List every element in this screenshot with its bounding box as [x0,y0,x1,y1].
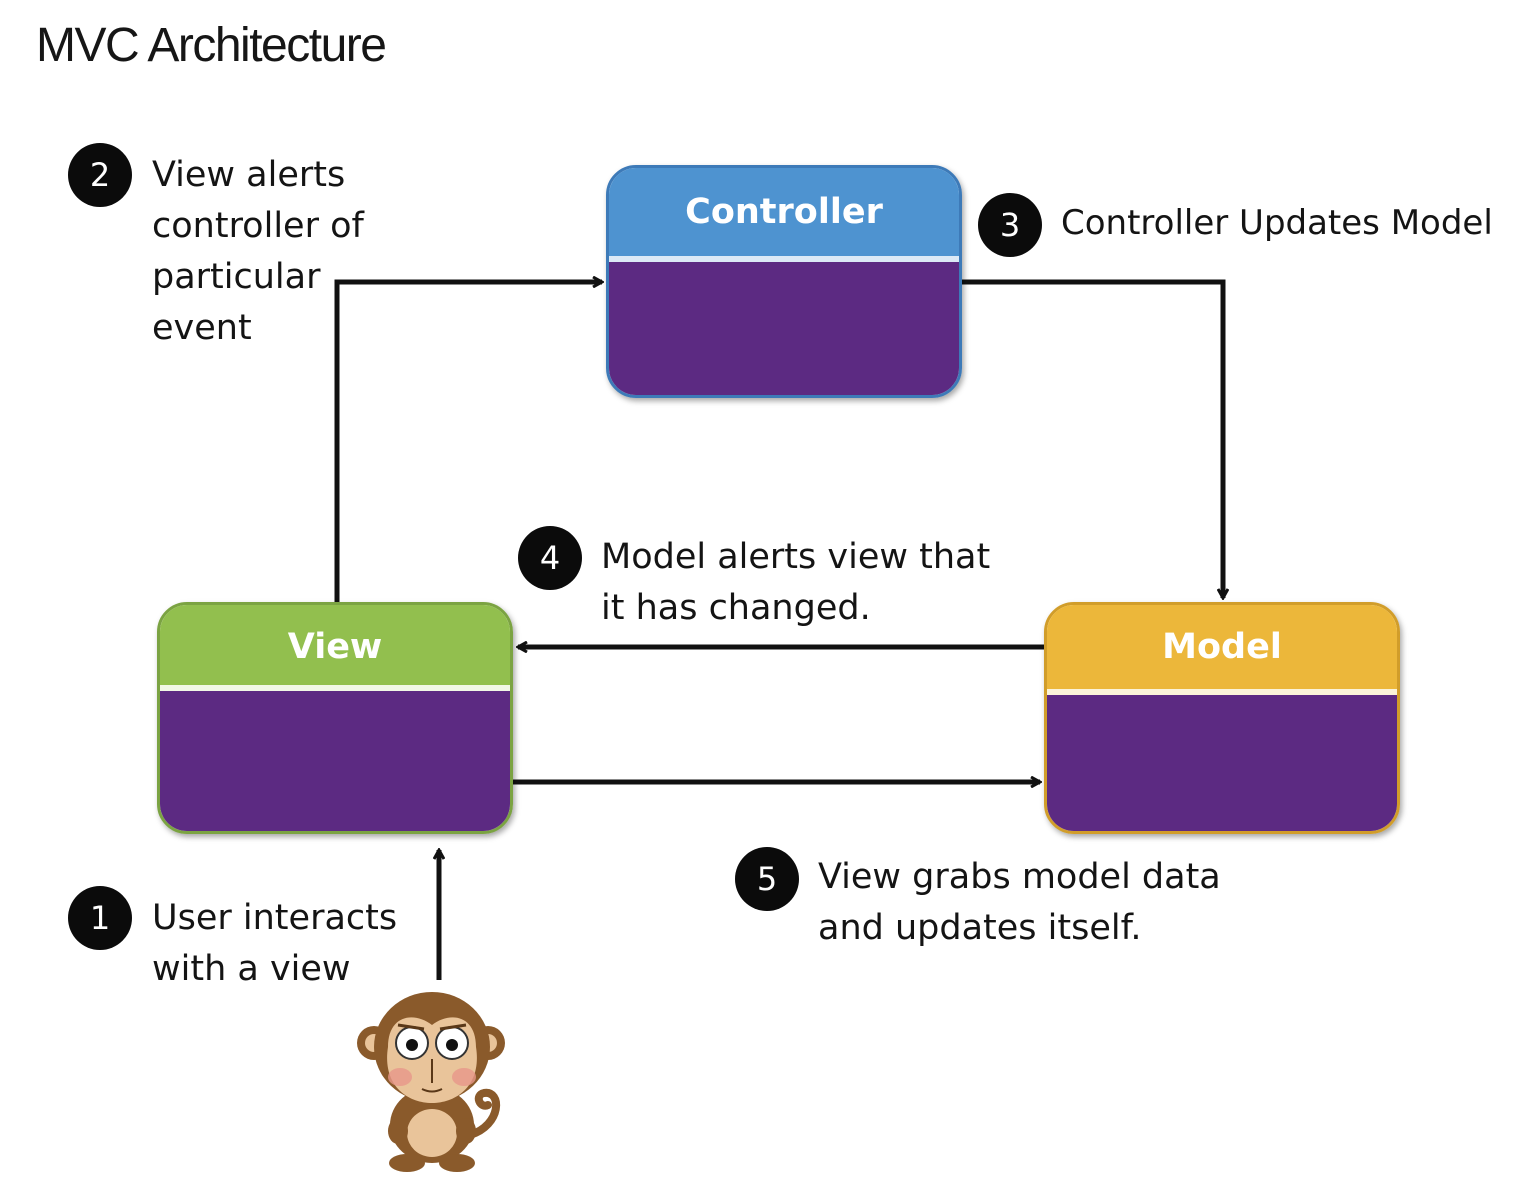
step-1-line-1: User interacts [152,898,398,938]
step-2-line-3: particular [152,257,321,297]
step-3-text: Controller Updates Model [1061,198,1493,249]
controller-label: Controller [609,168,959,262]
step-1-text: User interacts with a view [152,893,397,995]
step-4-line-2: it has changed. [601,588,871,628]
step-3-line-1: Controller Updates Model [1061,203,1493,243]
step-3-badge: 3 [978,193,1042,257]
view-label: View [160,605,510,691]
step-2-line-2: controller of [152,206,364,246]
step-5-badge: 5 [735,847,799,911]
monkey-icon [357,992,505,1172]
step-4-line-1: Model alerts view that [601,537,991,577]
step-1-line-2: with a view [152,949,351,989]
step-5-line-1: View grabs model data [818,857,1221,897]
page-title: MVC Architecture [36,19,387,72]
controller-box: Controller [606,165,962,398]
model-box: Model [1044,602,1400,834]
view-body [160,691,510,831]
step-1-badge: 1 [68,886,132,950]
step-2-line-4: event [152,308,252,348]
controller-body [609,262,959,395]
step-5-line-2: and updates itself. [818,908,1142,948]
arrow-view-to-controller [334,282,602,602]
step-2-line-1: View alerts [152,155,346,195]
step-4-text: Model alerts view that it has changed. [601,532,990,634]
model-label: Model [1047,605,1397,695]
step-5-text: View grabs model data and updates itself… [818,852,1221,954]
model-body [1047,695,1397,831]
step-2-text: View alerts controller of particular eve… [152,150,364,354]
view-box: View [157,602,513,834]
arrow-controller-to-model [962,279,1223,598]
step-4-badge: 4 [518,526,582,590]
step-2-badge: 2 [68,143,132,207]
